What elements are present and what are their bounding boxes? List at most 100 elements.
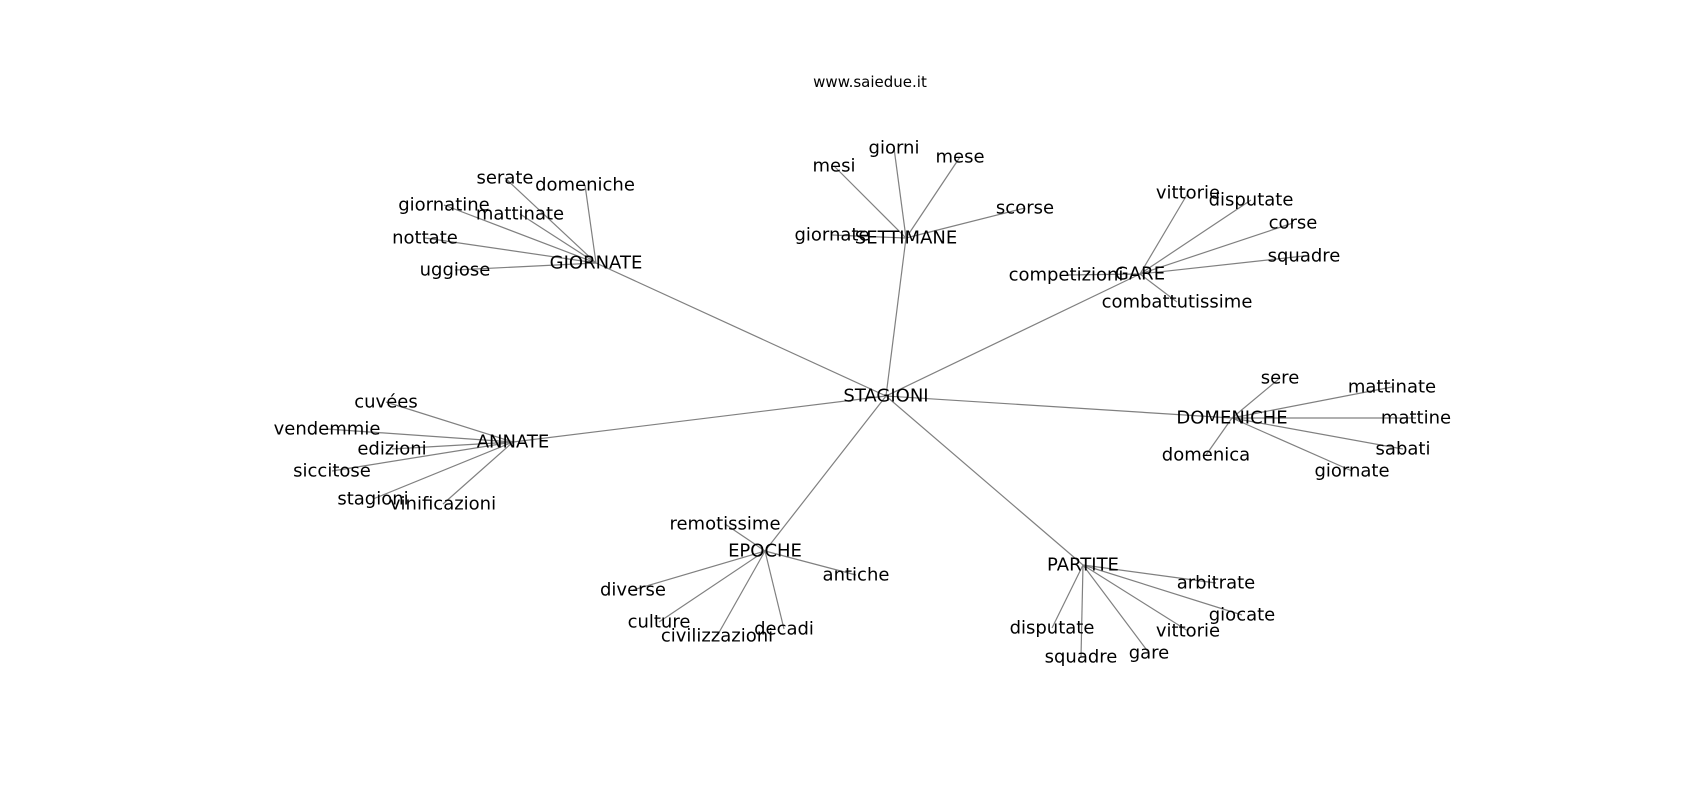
edge-epoche-civilizzazioni	[716, 550, 766, 637]
leaf-label-epoche-decadi: decadi	[754, 619, 814, 640]
edge-epoche-decadi	[764, 550, 785, 630]
leaf-label-settimane-giornate: giornate	[794, 225, 869, 246]
edge-giornate-domeniche	[584, 184, 597, 264]
leaf-label-partite-vittorie: vittorie	[1156, 621, 1220, 642]
edge-center-partite	[885, 395, 1084, 566]
leaf-label-partite-gare: gare	[1129, 643, 1170, 664]
leaf-label-settimane-mesi: mesi	[813, 156, 856, 177]
edge-epoche-remotissime	[724, 523, 766, 552]
edge-annate-cuvees	[385, 401, 514, 443]
edge-domeniche-domenica	[1205, 417, 1233, 456]
edge-settimane-giorni	[893, 147, 907, 239]
leaf-label-gare-vittorie: vittorie	[1156, 183, 1220, 204]
leaf-label-partite-disputate: disputate	[1010, 618, 1095, 639]
leaf-label-domeniche-sere: sere	[1261, 368, 1300, 389]
leaf-label-partite-squadre: squadre	[1045, 647, 1118, 668]
edge-partite-giocate	[1082, 564, 1243, 616]
edge-annate-siccitose	[331, 441, 514, 472]
leaf-label-domeniche-mattine: mattine	[1381, 408, 1451, 429]
site-watermark: www.saiedue.it	[813, 73, 927, 91]
edge-gare-competizioni	[1065, 273, 1141, 276]
edge-domeniche-giornate	[1231, 417, 1353, 472]
leaf-label-giornate-domeniche: domeniche	[535, 175, 635, 196]
edge-gare-corse	[1139, 222, 1294, 275]
edge-giornate-uggiose	[454, 262, 597, 271]
edge-annate-stagioni	[372, 441, 514, 500]
leaf-label-gare-competizioni: competizioni	[1009, 265, 1124, 286]
leaf-label-partite-arbitrate: arbitrate	[1177, 573, 1255, 594]
edge-giornate-nottate	[424, 237, 597, 264]
edge-settimane-giornate	[831, 234, 907, 239]
edge-domeniche-sabati	[1231, 417, 1404, 450]
edge-settimane-mesi	[833, 165, 907, 239]
leaf-label-gare-disputate: disputate	[1209, 190, 1294, 211]
edge-center-epoche	[764, 395, 887, 552]
leaf-label-epoche-remotissime: remotissime	[669, 514, 780, 535]
hub-label-annate: ANNATE	[477, 432, 550, 453]
edge-center-giornate	[595, 262, 887, 397]
leaf-label-giornate-giornatine: giornatine	[398, 195, 490, 216]
hub-label-settimane: SETTIMANE	[855, 228, 957, 249]
edge-center-annate	[512, 395, 887, 443]
leaf-label-annate-cuvees: cuvées	[354, 392, 417, 413]
leaf-label-domeniche-giornate: giornate	[1314, 461, 1389, 482]
hub-label-domeniche: DOMENICHE	[1176, 408, 1287, 429]
edge-gare-squadre	[1139, 255, 1305, 275]
leaf-label-gare-combattutissime: combattutissime	[1102, 292, 1253, 313]
edge-partite-vittorie	[1082, 564, 1189, 632]
leaf-label-domeniche-sabati: sabati	[1376, 439, 1431, 460]
edge-giornate-giornatine	[443, 204, 597, 264]
edge-layer	[326, 147, 1416, 658]
leaf-label-giornate-nottate: nottate	[392, 228, 458, 249]
edge-partite-squadre	[1080, 564, 1084, 658]
leaf-label-domeniche-mattinate: mattinate	[1348, 377, 1436, 398]
center-node-label: STAGIONI	[843, 386, 928, 407]
edge-epoche-diverse	[632, 550, 766, 591]
hub-label-gare: GARE	[1115, 264, 1165, 285]
leaf-label-giornate-serate: serate	[476, 168, 533, 189]
leaf-label-settimane-mese: mese	[935, 147, 984, 168]
leaf-label-annate-vinificazioni: vinificazioni	[390, 494, 496, 515]
edge-annate-vendemmie	[326, 428, 514, 443]
edge-epoche-antiche	[764, 550, 857, 576]
edge-center-settimane	[885, 237, 907, 397]
leaf-label-annate-siccitose: siccitose	[293, 461, 371, 482]
leaf-label-annate-stagioni: stagioni	[337, 489, 408, 510]
leaf-label-settimane-scorse: scorse	[996, 198, 1054, 219]
hub-label-giornate: GIORNATE	[550, 253, 643, 274]
leaf-label-epoche-diverse: diverse	[600, 580, 666, 601]
leaf-label-annate-edizioni: edizioni	[357, 439, 426, 460]
leaf-label-giornate-uggiose: uggiose	[420, 260, 491, 281]
edge-domeniche-mattinate	[1231, 386, 1393, 419]
edge-settimane-scorse	[905, 207, 1026, 239]
edge-annate-edizioni	[391, 441, 514, 450]
edge-epoche-culture	[658, 550, 766, 623]
edge-partite-gare	[1082, 564, 1150, 654]
edge-giornate-serate	[504, 177, 597, 264]
leaf-label-domeniche-domenica: domenica	[1162, 445, 1250, 466]
edge-gare-disputate	[1139, 199, 1252, 275]
edge-gare-combattutissime	[1139, 273, 1178, 303]
edge-partite-arbitrate	[1082, 564, 1217, 584]
leaf-label-epoche-culture: culture	[628, 612, 691, 633]
edge-annate-vinificazioni	[442, 441, 514, 505]
edge-settimane-mese	[905, 156, 961, 239]
leaf-label-gare-squadre: squadre	[1268, 246, 1341, 267]
edge-gare-vittorie	[1139, 192, 1189, 275]
leaf-label-giornate-mattinate: mattinate	[476, 204, 564, 225]
leaf-label-settimane-giorni: giorni	[869, 138, 920, 159]
leaf-label-annate-vendemmie: vendemmie	[274, 419, 381, 440]
hub-label-epoche: EPOCHE	[728, 541, 802, 562]
edge-center-domeniche	[885, 395, 1233, 419]
edge-domeniche-sere	[1231, 377, 1281, 419]
edge-partite-disputate	[1051, 564, 1084, 629]
leaf-label-gare-corse: corse	[1269, 213, 1318, 234]
leaf-label-epoche-civilizzazioni: civilizzazioni	[661, 626, 773, 647]
hub-label-partite: PARTITE	[1047, 555, 1119, 576]
edge-giornate-mattinate	[519, 213, 597, 264]
leaf-label-partite-giocate: giocate	[1209, 605, 1276, 626]
leaf-label-epoche-antiche: antiche	[823, 565, 890, 586]
edge-center-gare	[885, 273, 1141, 397]
